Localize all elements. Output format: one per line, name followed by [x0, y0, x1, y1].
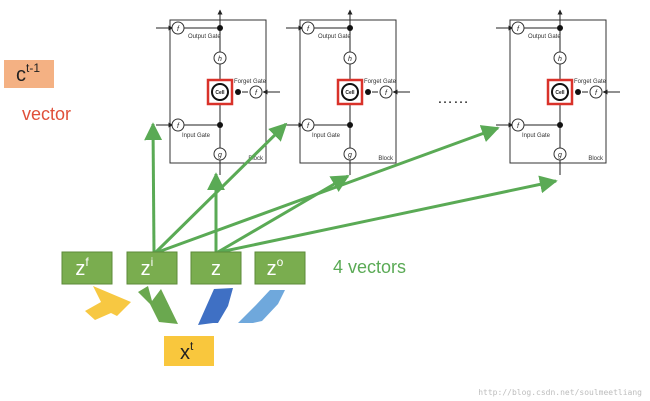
arrow-to-zf [85, 286, 131, 320]
arrow-to-z [198, 288, 233, 325]
gate-box-label: zo [267, 255, 284, 280]
g-activation-icon [553, 147, 567, 161]
block-label: Block [588, 156, 604, 162]
input-gate-sigmoid-icon [171, 118, 185, 132]
gate-box-zi: zi [126, 251, 178, 285]
output-gate-f: f [307, 26, 310, 33]
cell-circle [341, 83, 359, 101]
watermark: http://blog.csdn.net/soulmeetliang [478, 388, 642, 397]
cell-circle [211, 83, 229, 101]
output-multiply-dot [557, 25, 563, 31]
output-gate-label: Output Gate [528, 34, 561, 40]
output-multiply-dot [347, 25, 353, 31]
svg-text:xt: xt [180, 339, 194, 364]
forget-gate-sigmoid-icon [379, 85, 393, 99]
blocks-ellipsis: …… [437, 90, 469, 107]
four-vectors-label: 4 vectors [333, 257, 406, 277]
forget-multiply-dot [365, 89, 371, 95]
output-gate-f: f [517, 26, 520, 33]
input-xt-box: xt [164, 336, 214, 366]
conn-z-block2-g [217, 174, 350, 254]
forget-gate-label: Forget Gate [234, 79, 267, 85]
cell-label: Cell [345, 90, 355, 96]
forget-gate-sigmoid-icon [249, 85, 263, 99]
g-label: g [218, 152, 222, 159]
input-xt-sup: t [190, 339, 194, 353]
cell-prev-base: c [16, 64, 26, 86]
h-activation-icon [213, 51, 227, 65]
input-gate-f: f [177, 123, 180, 130]
cell-circle [551, 83, 569, 101]
svg-text:ct-1: ct-1 [16, 61, 40, 86]
g-label: g [348, 152, 352, 159]
conn-z-block3-g [219, 175, 558, 254]
output-gate-sigmoid-icon [511, 21, 525, 35]
gate-box-z: z [190, 251, 242, 285]
arrow-to-zi [138, 286, 178, 324]
output-gate-label: Output Gate [318, 34, 351, 40]
forget-gate-f: f [385, 90, 388, 97]
output-gate-f: f [177, 26, 180, 33]
input-xt-base: x [180, 342, 190, 364]
output-gate-sigmoid-icon [171, 21, 185, 35]
gate-box-label: zf [75, 255, 89, 280]
gate-box-zf: zf [61, 251, 113, 285]
g-label: g [558, 152, 562, 159]
output-gate-label: Output Gate [188, 34, 221, 40]
gate-box-label: z [211, 258, 221, 280]
block-label: Block [378, 156, 394, 162]
arrow-to-zo [238, 290, 285, 323]
conn-zi-block1-input [144, 122, 163, 253]
forget-gate-sigmoid-icon [589, 85, 603, 99]
gate-connections [144, 122, 558, 254]
g-activation-icon [343, 147, 357, 161]
cell-prev-sup: t-1 [26, 61, 40, 75]
input-gate-f: f [517, 123, 520, 130]
h-activation-icon [343, 51, 357, 65]
forget-gate-f: f [595, 90, 598, 97]
input-gate-f: f [307, 123, 310, 130]
forget-gate-f: f [255, 90, 258, 97]
h-label: h [558, 56, 562, 63]
h-label: h [218, 56, 222, 63]
input-gate-label: Input Gate [312, 133, 341, 139]
h-activation-icon [553, 51, 567, 65]
input-multiply-dot [347, 122, 353, 128]
gate-box-zo: zo [254, 251, 306, 285]
output-gate-sigmoid-icon [301, 21, 315, 35]
cell-label: Cell [215, 90, 225, 96]
g-activation-icon [213, 147, 227, 161]
gate-vectors: zf zi z zo [61, 251, 306, 285]
forget-multiply-dot [235, 89, 241, 95]
block-label: Block [248, 156, 264, 162]
vector-label: vector [22, 104, 71, 124]
forget-gate-label: Forget Gate [574, 79, 607, 85]
input-gate-label: Input Gate [182, 133, 211, 139]
h-label: h [348, 56, 352, 63]
forget-multiply-dot [575, 89, 581, 95]
input-gate-sigmoid-icon [301, 118, 315, 132]
input-gate-sigmoid-icon [511, 118, 525, 132]
input-multiply-dot [557, 122, 563, 128]
forget-gate-label: Forget Gate [364, 79, 397, 85]
output-multiply-dot [217, 25, 223, 31]
input-multiply-dot [217, 122, 223, 128]
cell-prev-box: ct-1 [4, 60, 54, 88]
cell-label: Cell [555, 90, 565, 96]
gate-box-label: zi [141, 255, 154, 280]
input-gate-label: Input Gate [522, 133, 551, 139]
input-arrows [85, 286, 285, 325]
